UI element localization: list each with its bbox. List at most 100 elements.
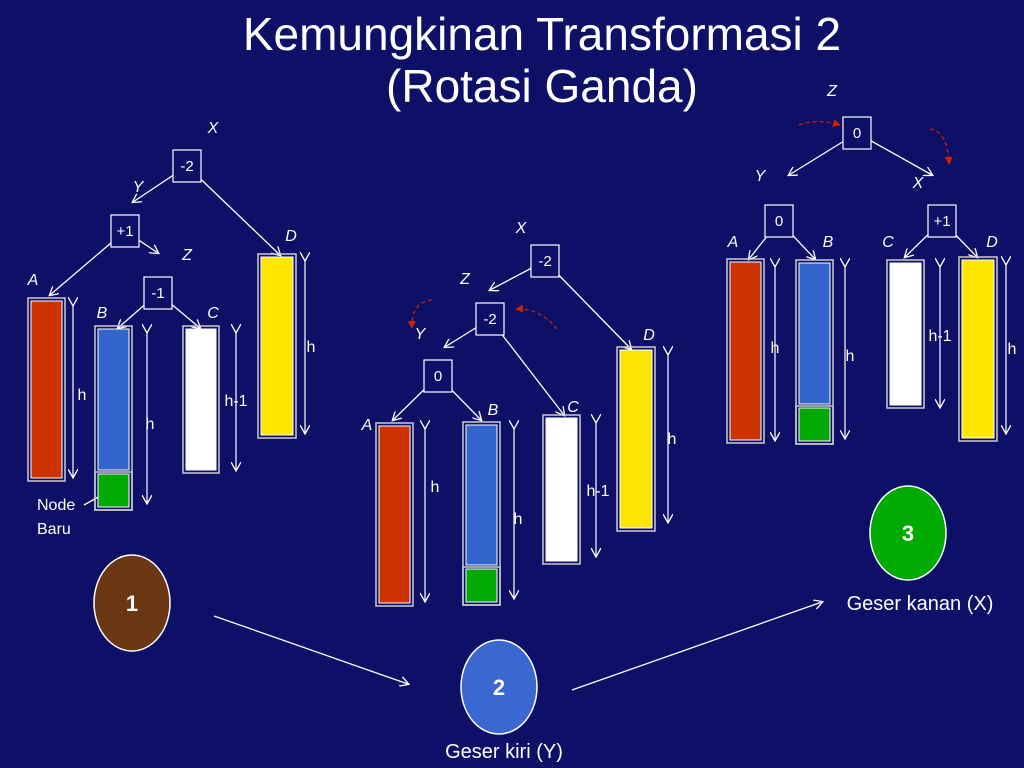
step-1-to-2-connector: [213, 615, 408, 684]
tree-1-subtree-d-bar: [260, 256, 294, 436]
tree-3-node-x-value: +1: [933, 213, 950, 230]
tree-2-node-y-box: [423, 359, 453, 393]
tree-2-node-x-label: X: [515, 220, 528, 237]
step-2-circle: [460, 639, 538, 735]
tree-3-subtree-b-bar: [798, 262, 831, 405]
tree-3-subtree-a-frame: [726, 258, 765, 444]
tree-3-subtree-a-bar: [729, 261, 762, 441]
tree-2-subtree-d-frame: [616, 346, 656, 532]
tree-1-subtree-b-bar: [97, 328, 130, 471]
tree-1-subtree-label-b: B: [97, 305, 108, 322]
node-layer: -2 +1 -1 -2 -2 0 0 0 +1: [110, 116, 957, 393]
title-line-2: (Rotasi Ganda): [386, 60, 698, 112]
tree-2-node-z-box: [475, 302, 505, 336]
tree-1-height-label-b: h: [146, 416, 155, 433]
title-line-1: Kemungkinan Transformasi 2: [242, 8, 842, 60]
tree-1-node-y-box: [110, 214, 140, 248]
tree-3-subtree-label-a: A: [727, 234, 739, 251]
tree-2-new-node: [465, 568, 498, 603]
tree-3-subtree-label-c: C: [882, 234, 894, 251]
new-node-annotation-line-1: Node: [37, 497, 75, 514]
tree-1-height-label-a: h: [78, 387, 87, 404]
tree-3-subtree-c-bar: [889, 262, 922, 406]
tree-3-subtree-d-bar: [961, 259, 995, 439]
slide-title: Kemungkinan Transformasi 2 (Rotasi Ganda…: [0, 8, 1024, 112]
tree-1-subtree-c-bar: [185, 328, 217, 471]
tree-1-new-node-frame: [94, 471, 133, 511]
tree-2-new-node-frame: [462, 566, 501, 606]
tree-3-node-z-label: Z: [826, 83, 838, 100]
tree-1-subtree-label-a: A: [27, 272, 39, 289]
tree-3-height-label-d: h: [1008, 341, 1017, 358]
step-1-number: 1: [126, 591, 138, 616]
tree-1-node-x-value: -2: [180, 158, 193, 175]
tree-3-new-node: [798, 407, 831, 442]
tree-1-node-y-value: +1: [116, 223, 133, 240]
tree-2-subtree-a-bar: [378, 425, 411, 604]
tree-2-subtree-label-d: D: [643, 327, 655, 344]
tree-1-edge-x-d: [186, 165, 280, 255]
tree-3-node-y-box: [764, 204, 794, 238]
step-3-caption: Geser kanan (X): [847, 593, 994, 615]
tree-1-node-z-box: [143, 276, 173, 310]
tree-2-subtree-c-bar: [545, 417, 578, 562]
tree-1-subtree-a-bar: [30, 300, 63, 479]
tree-2-node-y-label: Y: [415, 326, 427, 343]
new-node-annotation-line-2: Baru: [37, 521, 71, 538]
tree-1-subtree-label-d: D: [285, 228, 297, 245]
tree-1-node-x-label: X: [207, 120, 220, 137]
tree-1-new-node: [97, 473, 130, 508]
tree-3-height-label-c: h-1: [928, 328, 951, 345]
tree-1-subtree-a-frame: [27, 297, 66, 482]
tree-3-subtree-c-frame: [886, 259, 925, 409]
tree-3-node-y-label: Y: [755, 168, 767, 185]
tree-2-subtree-label-a: A: [361, 417, 373, 434]
tree-1-subtree-c-frame: [182, 325, 220, 474]
tree-2-subtree-a-frame: [375, 422, 414, 607]
tree-3-subtree-label-d: D: [986, 234, 998, 251]
step-2-caption: Geser kiri (Y): [445, 741, 563, 763]
tree-3-subtree-label-b: B: [823, 234, 834, 251]
tree-2-height-label-c: h-1: [586, 483, 609, 500]
step-1-circle: [93, 554, 171, 652]
tree-2-height-label-b: h: [514, 511, 523, 528]
tree-2-node-y-value: 0: [434, 368, 442, 385]
tree-3-node-x-label: X: [912, 175, 925, 192]
step-3-number: 3: [902, 521, 914, 546]
tree-1-height-label-c: h-1: [224, 393, 247, 410]
tree-3-subtree-d-frame: [958, 256, 998, 442]
step-3-circle: [869, 485, 947, 581]
tree-2-node-z-value: -2: [483, 311, 496, 328]
tree-3-node-x-box: [927, 204, 957, 238]
rotation-arrow-z-right-in: [515, 304, 558, 330]
tree-3-node-z-value: 0: [853, 125, 861, 142]
subtree-layer: [27, 253, 998, 607]
tree-1-subtree-label-c: C: [207, 305, 219, 322]
tree-1-subtree-d-frame: [257, 253, 297, 439]
step-2-to-3-connector: [571, 602, 822, 691]
tree-2-height-label-d: h: [668, 431, 677, 448]
tree-1-node-x-box: [172, 149, 202, 183]
rotation-arrow-root-left: [798, 119, 841, 127]
tree-2-subtree-label-b: B: [488, 402, 499, 419]
tree-1-node-z-label: Z: [181, 247, 193, 264]
tree-2-subtree-c-frame: [542, 414, 581, 565]
tree-3-height-label-b: h: [846, 348, 855, 365]
tree-1-node-y-label: Y: [133, 179, 145, 196]
tree-2-node-z-label: Z: [459, 271, 471, 288]
tree-3-node-z-box: [842, 116, 872, 150]
tree-2-subtree-d-bar: [619, 349, 653, 529]
tree-2-node-x-box: [530, 244, 560, 278]
tree-3-new-node-frame: [795, 405, 834, 445]
tree-2-subtree-label-c: C: [567, 399, 579, 416]
tree-1-node-z-value: -1: [151, 285, 164, 302]
tree-1-height-label-d: h: [307, 339, 316, 356]
tree-2-node-x-value: -2: [538, 253, 551, 270]
rotation-arrow-z-left-in: [407, 299, 433, 329]
step-2-number: 2: [493, 675, 505, 700]
tree-2-height-label-a: h: [431, 479, 440, 496]
tree-3-node-y-value: 0: [775, 213, 783, 230]
